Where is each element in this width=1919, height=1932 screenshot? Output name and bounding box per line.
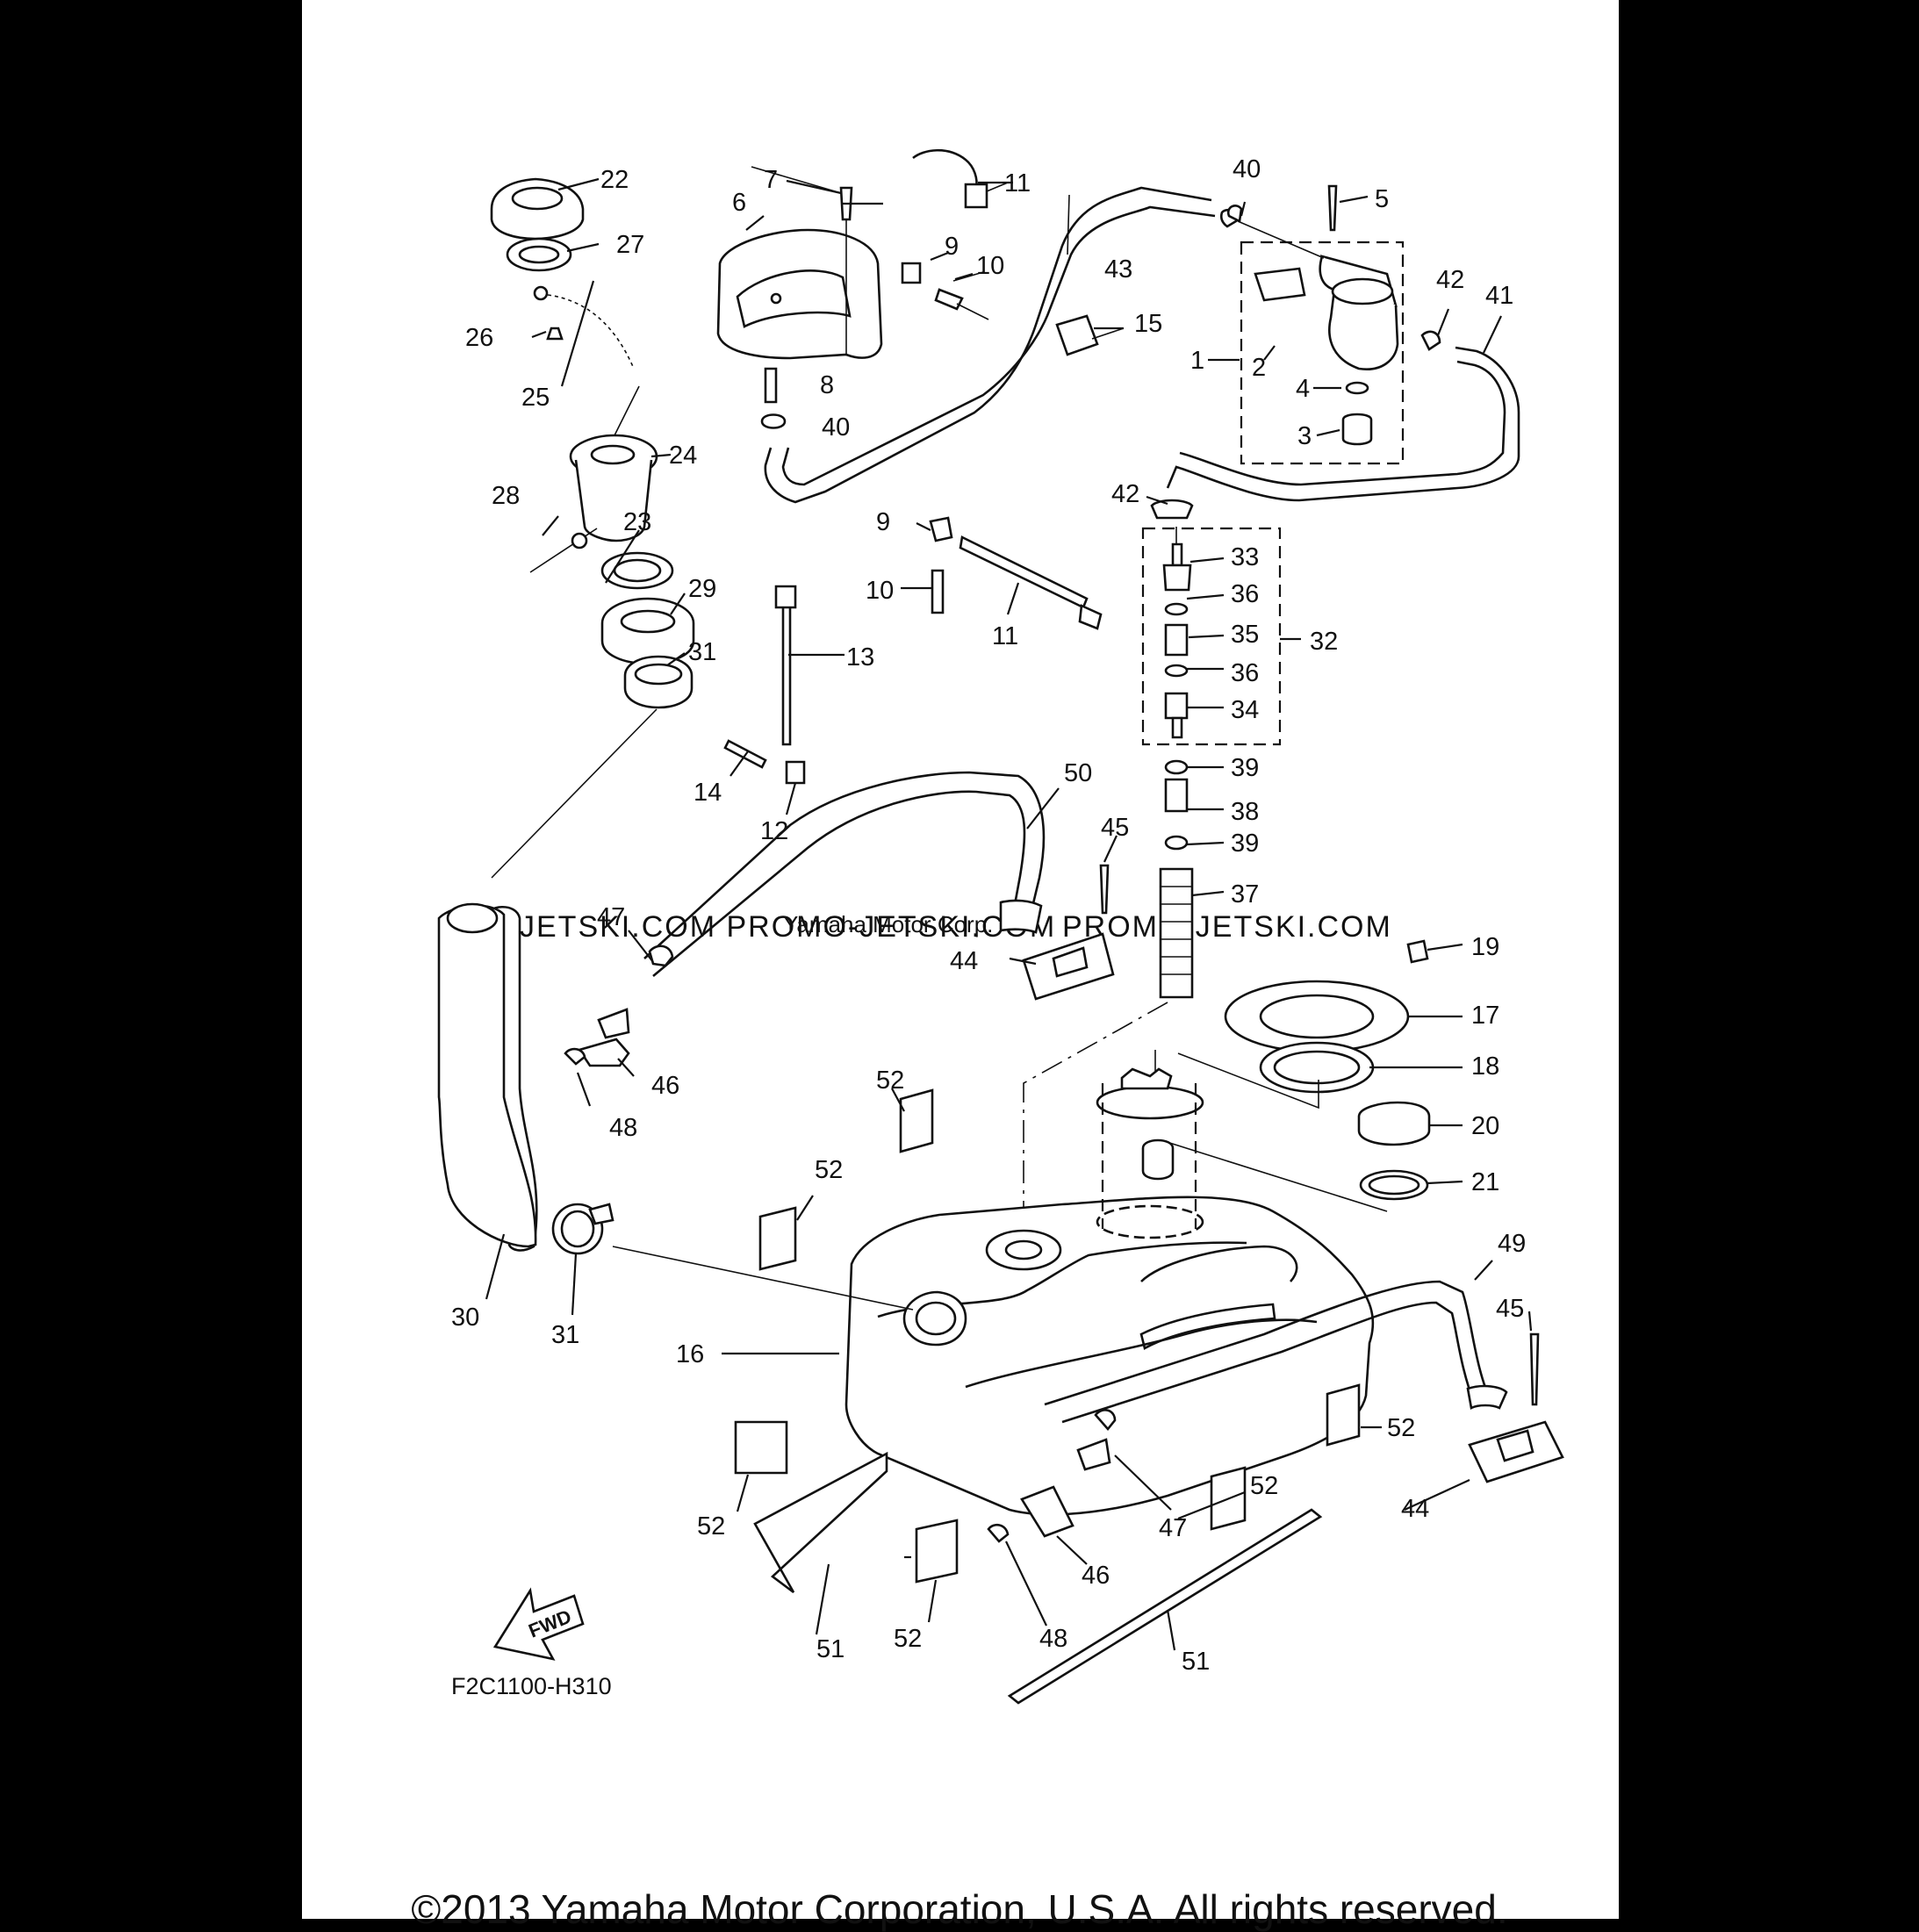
callout-number: 35 — [1231, 621, 1259, 649]
callout-number: 40 — [1233, 155, 1261, 183]
callout-number: 45 — [1496, 1295, 1524, 1323]
callout-number: 51 — [816, 1635, 845, 1663]
watermark-left: JETSKI.COM PROMO-JETSKI.COM — [520, 910, 1056, 944]
callout-number: 44 — [950, 947, 978, 975]
callout-number: 10 — [976, 252, 1004, 280]
callout-number: 9 — [876, 508, 890, 536]
callout-number: 33 — [1231, 543, 1259, 571]
callout-number: 44 — [1401, 1495, 1429, 1523]
callout-number: 25 — [521, 384, 550, 412]
callout-number: 41 — [1485, 282, 1513, 310]
callout-number: 47 — [597, 903, 625, 931]
copyright-notice: ©2013 Yamaha Motor Corporation, U.S.A. A… — [411, 1886, 1508, 1932]
callout-number: 16 — [676, 1340, 704, 1368]
callout-number: 46 — [1082, 1562, 1110, 1590]
strap-rear-group — [987, 1280, 1564, 1543]
callout-number: 27 — [616, 231, 644, 259]
callout-number: 49 — [1498, 1230, 1526, 1258]
callout-number: 31 — [551, 1321, 579, 1349]
callout-number: 39 — [1231, 830, 1259, 858]
callout-number: 18 — [1471, 1052, 1499, 1081]
diagram-sheet — [302, 0, 1619, 1919]
callout-number: 21 — [1471, 1168, 1499, 1196]
fwd-arrow-icon: FWD — [492, 1587, 585, 1661]
callout-number: 22 — [600, 166, 629, 194]
callout-number: 14 — [694, 779, 722, 807]
callout-number: 42 — [1436, 266, 1464, 294]
callout-number: 6 — [732, 189, 746, 217]
callout-number: 9 — [945, 233, 959, 261]
callout-number: 8 — [820, 371, 834, 399]
callout-number: 24 — [669, 442, 697, 470]
callout-number: 43 — [1104, 255, 1132, 284]
callout-number: 45 — [1101, 814, 1129, 842]
callout-number: 12 — [760, 817, 788, 845]
callout-number: 26 — [465, 324, 493, 352]
diagram-code: F2C1100-H310 — [451, 1673, 612, 1699]
callout-number: 50 — [1064, 759, 1092, 787]
callout-number: 15 — [1134, 310, 1162, 338]
tie-group — [723, 516, 1103, 785]
callout-number: 40 — [822, 413, 850, 442]
callout-number: 36 — [1231, 659, 1259, 687]
callout-number: 13 — [846, 643, 874, 672]
callout-number: 2 — [1252, 354, 1266, 382]
callout-number: 47 — [1159, 1514, 1187, 1542]
callout-number: 48 — [609, 1114, 637, 1142]
callout-number: 51 — [1182, 1648, 1210, 1676]
callout-number: 19 — [1471, 933, 1499, 961]
callout-number: 52 — [1250, 1472, 1278, 1500]
callout-number: 52 — [697, 1512, 725, 1541]
leader-lines — [485, 177, 1533, 1651]
callout-number: 29 — [688, 575, 716, 603]
vent-box-group — [716, 148, 1238, 504]
callout-number: 52 — [815, 1156, 843, 1184]
callout-number: 11 — [1004, 169, 1031, 198]
callout-number: 38 — [1231, 798, 1259, 826]
callout-number: 37 — [1231, 880, 1259, 909]
hose-kit-group — [1023, 527, 1282, 1246]
callout-number: 34 — [1231, 696, 1259, 724]
watermark-center: Yamaha Motor Corp. — [783, 911, 993, 937]
fuel-tank-group — [845, 1050, 1375, 1516]
pump-ring-group — [1163, 939, 1431, 1212]
callout-number: 52 — [894, 1625, 922, 1653]
callout-number: 30 — [451, 1304, 479, 1332]
callout-number: 36 — [1231, 580, 1259, 608]
callout-number: 31 — [688, 638, 716, 666]
callout-number: 5 — [1375, 185, 1389, 213]
callout-number: 10 — [866, 577, 894, 605]
callout-number: 3 — [1297, 422, 1312, 450]
callout-number: 7 — [764, 166, 778, 194]
callout-number: 52 — [876, 1067, 904, 1095]
callout-number: 32 — [1310, 628, 1338, 656]
callout-number: 39 — [1231, 754, 1259, 782]
callout-number: 11 — [992, 622, 1018, 650]
callout-number: 4 — [1296, 375, 1310, 403]
callout-number: 46 — [651, 1072, 679, 1100]
callout-number: 1 — [1190, 347, 1204, 375]
callout-number: 28 — [492, 482, 520, 510]
strap-front-group — [564, 771, 1115, 1067]
callout-number: 52 — [1387, 1414, 1415, 1442]
fuel-filter-group — [1150, 184, 1520, 520]
filler-cap-group — [490, 177, 695, 879]
pads-and-hose-group — [437, 902, 1361, 1705]
watermark-right: PROMO-JETSKI.COM — [1062, 910, 1392, 944]
callout-number: 17 — [1471, 1002, 1499, 1030]
callout-numbers: 22 27 26 25 24 28 23 29 31 7 6 8 40 11 9… — [451, 155, 1526, 1676]
callout-number: 23 — [623, 508, 651, 536]
callout-number: 48 — [1039, 1625, 1067, 1653]
callout-number: 20 — [1471, 1112, 1499, 1140]
callout-number: 42 — [1111, 480, 1139, 508]
